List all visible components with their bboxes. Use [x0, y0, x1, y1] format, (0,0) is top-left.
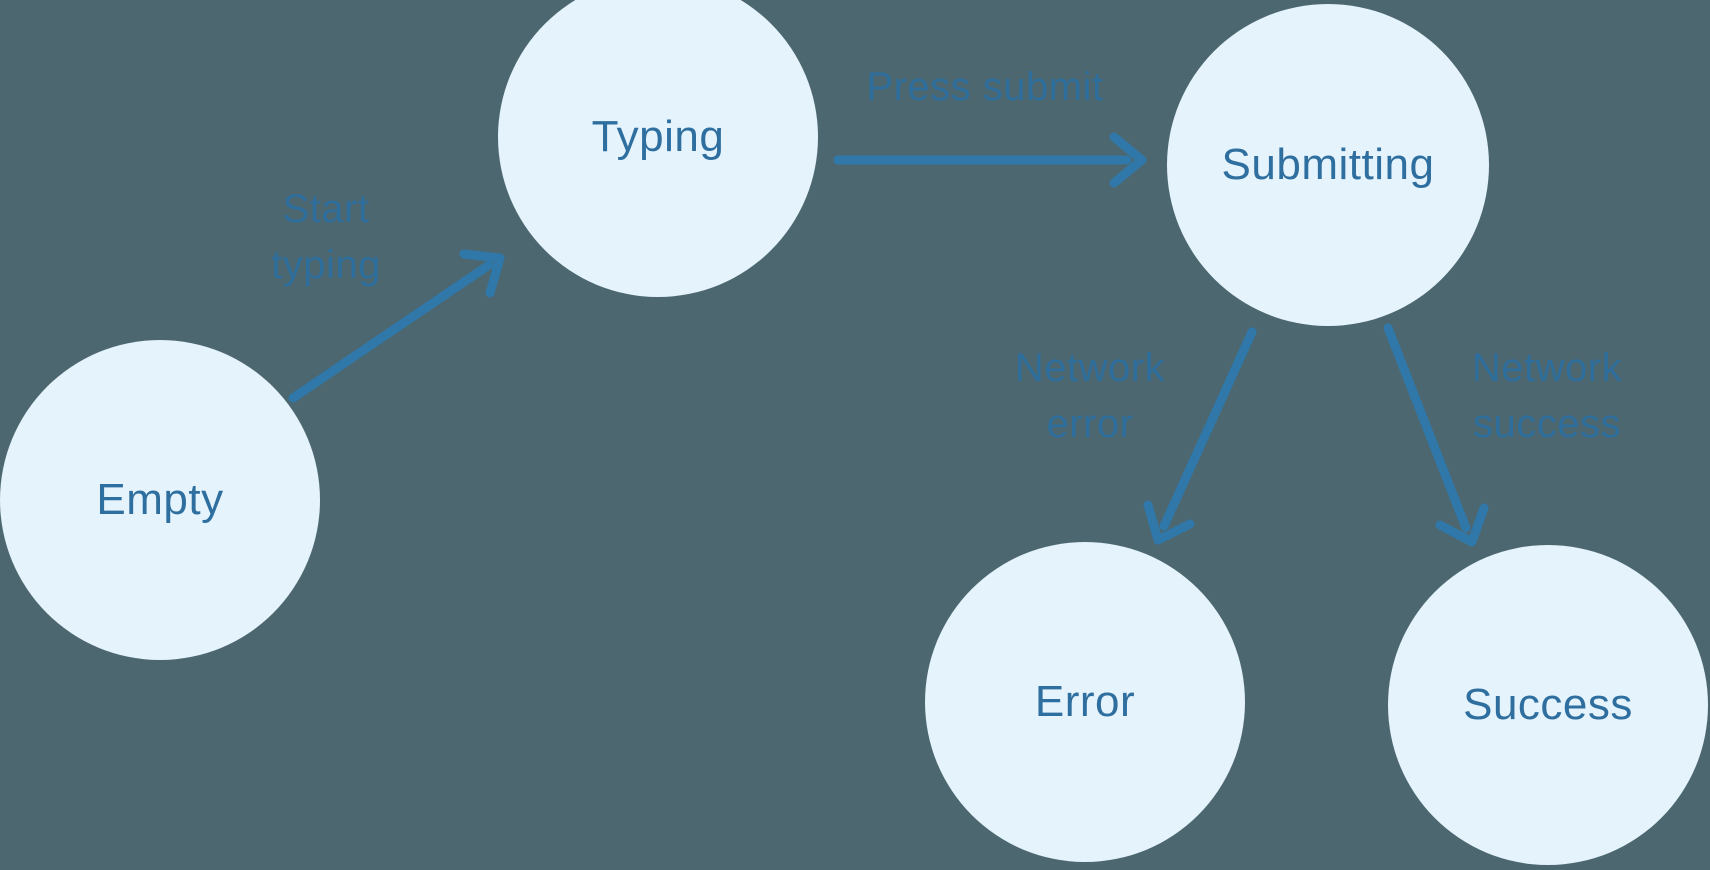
- arrow-press-submit: [833, 132, 1147, 188]
- state-success: Success: [1388, 545, 1708, 865]
- state-submitting-label: Submitting: [1221, 140, 1435, 189]
- state-error: Error: [925, 542, 1245, 862]
- transition-label-network-error: Network error: [1014, 346, 1166, 446]
- arrow-start-typing: [288, 249, 505, 403]
- state-typing: Typing: [498, 0, 818, 297]
- state-empty-label: Empty: [96, 475, 224, 524]
- state-empty: Empty: [0, 340, 320, 660]
- state-submitting: Submitting: [1167, 4, 1489, 326]
- transition-label-network-success: Network success: [1471, 346, 1623, 446]
- transition-label-start-typing: Start typing: [271, 187, 381, 287]
- transition-label-press-submit: Press submit: [866, 65, 1104, 109]
- state-success-label: Success: [1463, 680, 1633, 729]
- arrow-network-error: [1143, 327, 1257, 545]
- arrow-network-success: [1383, 323, 1489, 547]
- state-error-label: Error: [1034, 677, 1136, 726]
- state-typing-label: Typing: [591, 112, 725, 161]
